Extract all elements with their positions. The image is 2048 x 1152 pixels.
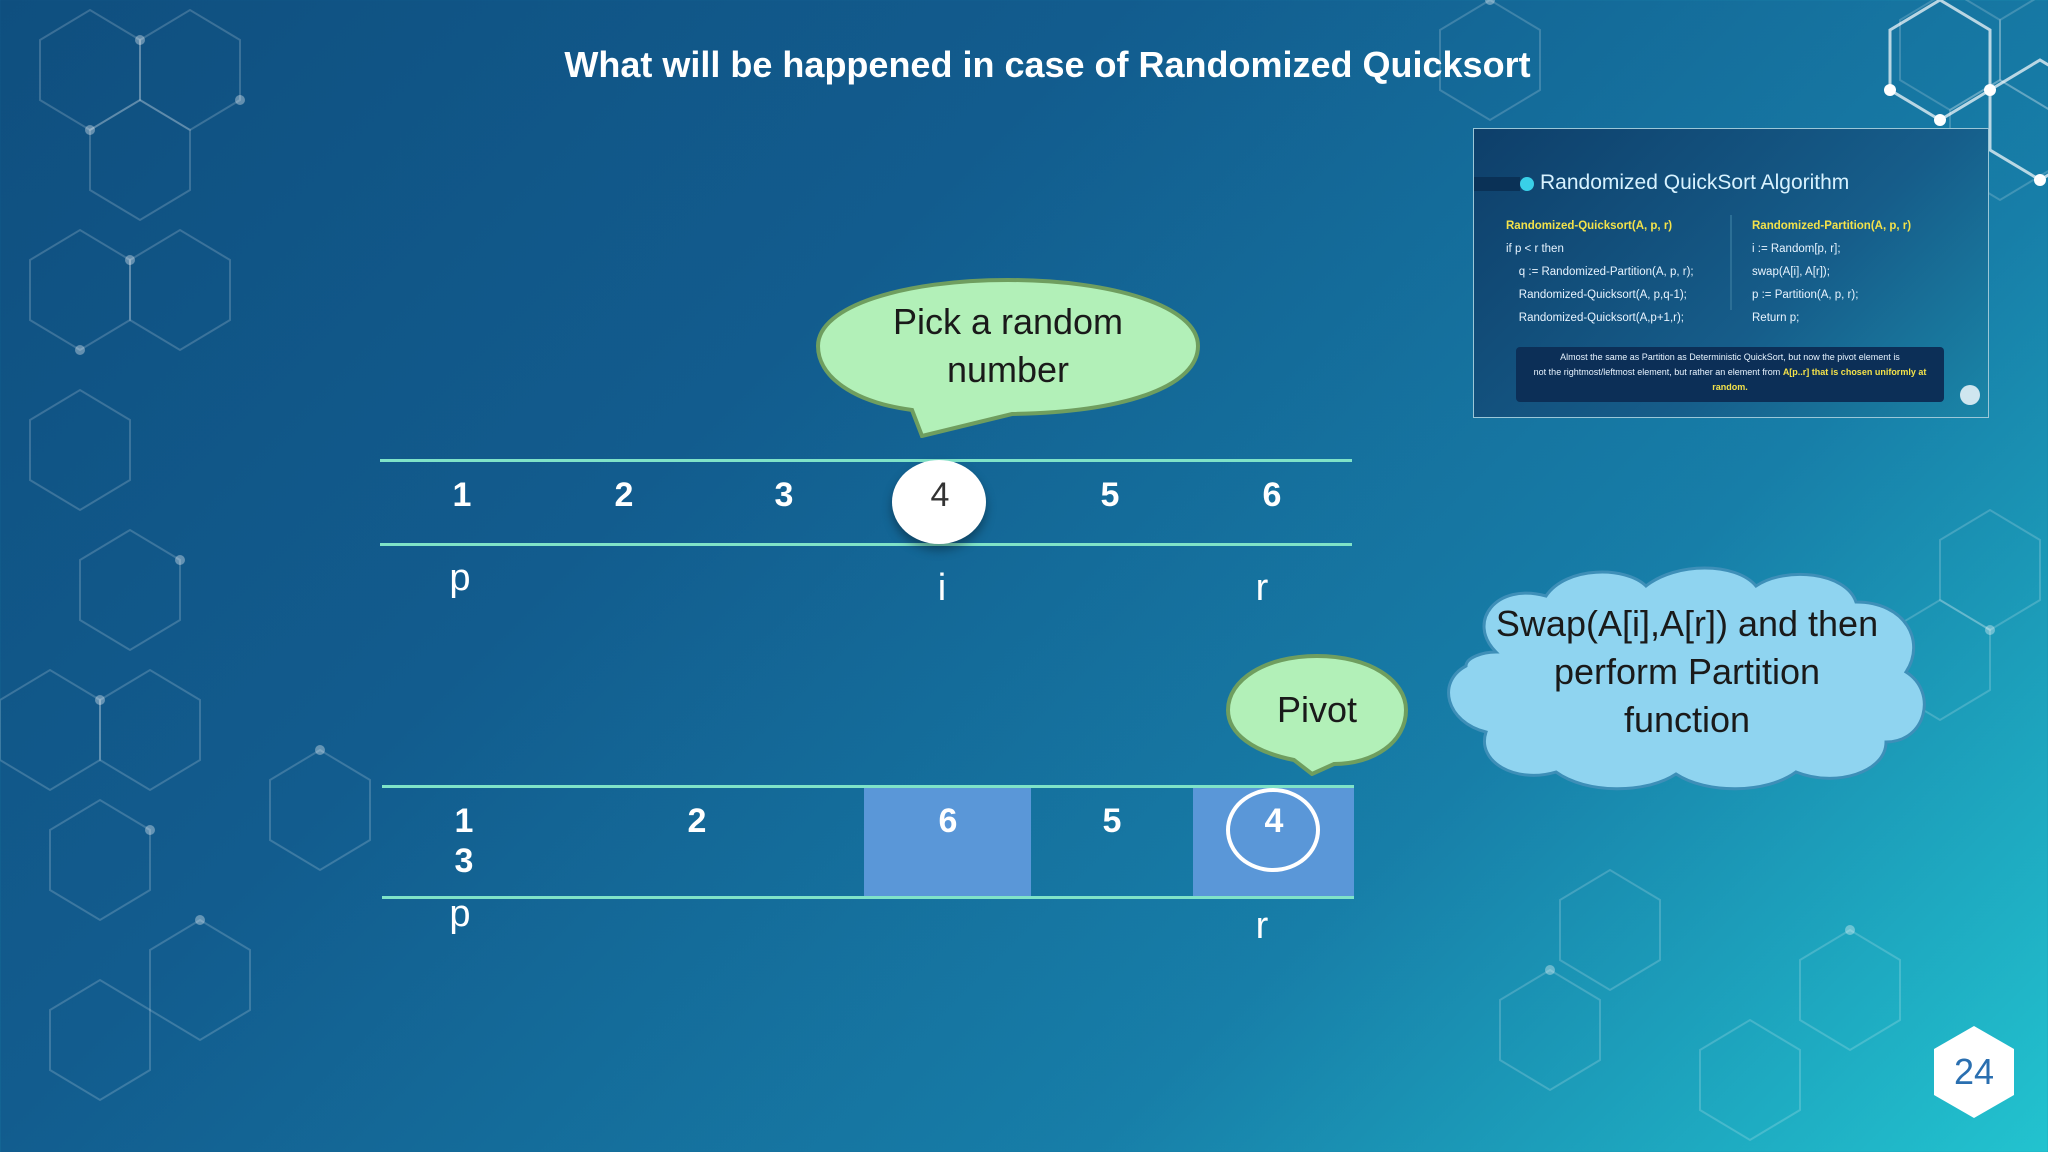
left-line: q := Randomized-Partition(A, p, r); [1506,266,1694,278]
pivot-circle [1226,788,1320,872]
bottom-cell-pivot: 4 [1264,802,1284,840]
top-array-lower-line [380,543,1352,546]
top-cell: 1 [452,476,472,514]
swap-text: Swap(A[i],A[r]) and then perform Partiti… [1495,603,1879,740]
bullet-dot-icon [1520,177,1534,191]
bottom-array-upper-line [382,785,1354,788]
left-line: if p < r then [1506,243,1564,255]
slide-title: What will be happened in case of Randomi… [564,44,1531,85]
page-number: 24 [1953,1051,1995,1092]
label-p-bottom: p [449,893,471,935]
right-header: Randomized-Partition(A, p, r) [1752,220,1912,232]
label-r-bottom: r [1255,905,1269,947]
left-line: Randomized-Quicksort(A, p,q-1); [1506,289,1687,301]
right-line: swap(A[i], A[r]); [1752,266,1830,278]
top-cell-selected: 4 [930,476,950,514]
thumbnail-right-column: Randomized-Partition(A, p, r) i := Rando… [1752,215,1911,330]
top-cell: 6 [1262,476,1282,514]
pivot-text: Pivot [1276,689,1358,730]
label-p-top: p [449,557,471,599]
left-line: Randomized-Quicksort(A,p+1,r); [1506,312,1684,324]
right-line: p := Partition(A, p, r); [1752,289,1859,301]
note-line-1: Almost the same as Partition as Determin… [1560,352,1900,362]
random-pick-circle [892,460,986,544]
top-cell: 3 [774,476,794,514]
thumbnail-left-column: Randomized-Quicksort(A, p, r) if p < r t… [1506,215,1694,330]
bottom-cell: 1 3 [454,802,474,880]
hexagon-logo-icon [1960,385,1980,405]
thumbnail-title: Randomized QuickSort Algorithm [1540,171,1850,194]
speech-bubble-shape [815,277,1201,438]
highlight-cell-swapped [864,786,1031,898]
algorithm-thumbnail: Randomized QuickSort Algorithm Randomize… [1473,128,1989,418]
bottom-cell: 5 [1102,802,1122,840]
bottom-array-lower-line [382,896,1354,899]
cloud-shape [1447,566,1926,791]
thumbnail-column-divider [1730,215,1732,310]
label-i: i [937,567,947,609]
thumbnail-title-bar [1474,177,1520,191]
top-cell: 2 [614,476,634,514]
note-highlight: A[p..r] that is chosen uniformly at rand… [1712,367,1927,392]
right-line: Return p; [1752,312,1800,324]
top-array-upper-line [380,459,1352,462]
swap-cloud-callout: Swap(A[i],A[r]) and then perform Partiti… [1426,562,1938,794]
thumbnail-note: Almost the same as Partition as Determin… [1516,347,1944,402]
bottom-cell: 6 [938,802,958,840]
speech-bubble-shape [1225,653,1409,776]
pivot-callout: Pivot [1224,652,1410,776]
left-header: Randomized-Quicksort(A, p, r) [1506,220,1673,232]
pick-random-callout: Pick a random number [812,276,1204,438]
label-r-top: r [1255,567,1269,609]
note-line-2: not the rightmost/leftmost element, but … [1533,367,1781,377]
top-cell: 5 [1100,476,1120,514]
right-line: i := Random[p, r]; [1752,243,1841,255]
page-number-badge: 24 [1932,1024,2016,1120]
bottom-cell: 2 [687,802,707,840]
hexagon-badge-icon [1934,1026,2014,1118]
pick-random-text: Pick a random number [892,301,1124,390]
